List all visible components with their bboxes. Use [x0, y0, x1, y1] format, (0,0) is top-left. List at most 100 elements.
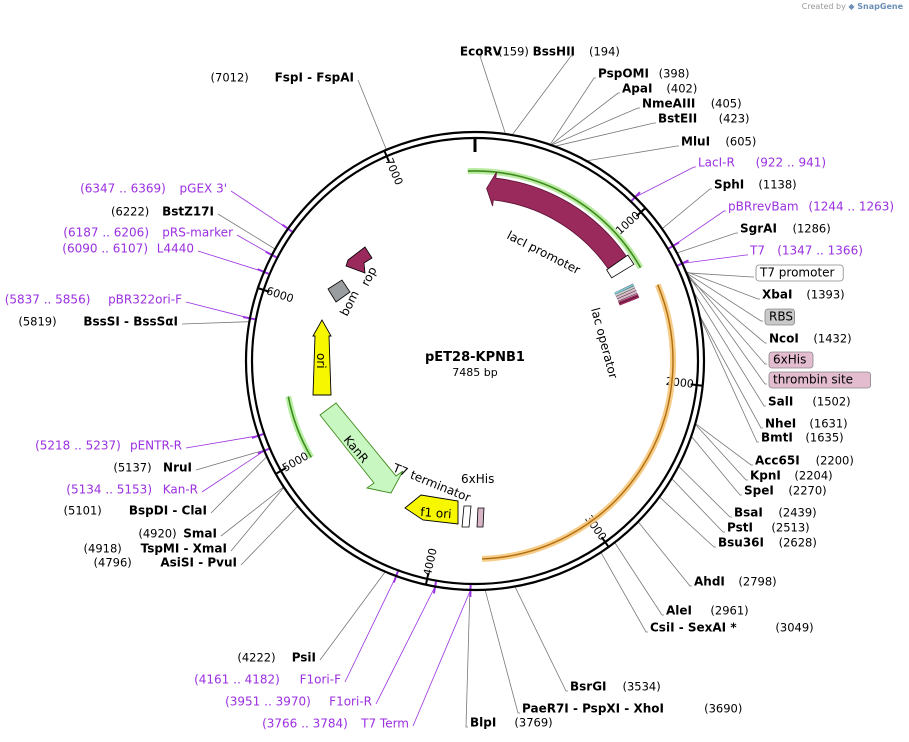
leader-line	[659, 496, 716, 548]
leader-line	[511, 55, 573, 136]
leader-line	[686, 272, 763, 322]
leader-line	[551, 107, 640, 146]
leader-line	[637, 521, 692, 587]
leader-line	[240, 505, 299, 566]
site-position: (194)	[589, 45, 620, 59]
leader-line	[230, 487, 285, 552]
tick-mark	[275, 467, 287, 475]
his-tag-box	[476, 507, 485, 528]
tick-mark	[690, 383, 703, 387]
cassette-mark-outline	[616, 290, 637, 300]
site-label: AsiSI - PvuI	[160, 556, 237, 570]
leader-line	[197, 250, 265, 273]
site-position: (1635)	[805, 431, 843, 445]
primer-label: pBR322ori-F	[108, 293, 182, 307]
primer-label: pRS-marker	[162, 226, 233, 240]
site-position: (2439)	[778, 506, 816, 520]
site-position: (4222)	[237, 651, 275, 665]
site-position: (1502)	[812, 395, 850, 409]
site-position: (3534)	[623, 680, 661, 694]
site-label: PsiI	[292, 651, 316, 665]
feature-tag-box	[755, 264, 844, 282]
leader-line	[185, 435, 259, 449]
site-position: (402)	[666, 82, 697, 96]
site-position: (423)	[719, 112, 750, 126]
feature-tag-label: thrombin site	[773, 373, 853, 387]
laci-promoter-label: lacI promoter	[505, 228, 583, 277]
leader-line	[685, 271, 760, 300]
cassette-mark-outline	[615, 287, 636, 297]
tick-mark	[383, 150, 390, 163]
leader-line	[695, 423, 753, 466]
orf-track	[482, 284, 674, 560]
site-position: (3769)	[514, 716, 552, 730]
leader-line	[586, 145, 679, 162]
site-label: TspMI - XmaI	[141, 542, 227, 556]
ori-arrow	[312, 319, 332, 396]
rop-arrow	[345, 246, 373, 274]
site-label: CsiI - SexAI *	[650, 621, 737, 635]
site-label: ApaI	[622, 82, 652, 96]
site-position: (1393)	[806, 288, 844, 302]
site-label: Acc65I	[755, 454, 800, 468]
leader-line	[484, 589, 520, 714]
site-position: (1286)	[793, 222, 831, 236]
features-layer	[285, 168, 676, 562]
site-label: BssSI - BssSαI	[83, 315, 178, 329]
ori-label: ori	[314, 353, 328, 369]
his6-label: 6xHis	[461, 472, 494, 486]
leader-line	[694, 423, 748, 481]
tick-mark	[600, 536, 610, 548]
leader-line	[554, 122, 656, 147]
leader-line	[685, 272, 767, 365]
primer-position: (6090 .. 6107)	[62, 242, 148, 256]
leader-line	[550, 92, 620, 146]
site-position: (4920)	[138, 527, 176, 541]
leader-line	[699, 315, 759, 443]
site-position: (405)	[711, 97, 742, 111]
right-site-labels: EcoRV(159)BssHII(194)PspOMI(398)ApaI(402…	[460, 45, 894, 730]
snapgene-credit: Created by ◆ SnapGene	[802, 2, 903, 11]
primer-position: (4161 .. 4182)	[194, 673, 280, 687]
cassette-mark-outline	[618, 295, 639, 304]
site-label: PspOMI	[598, 67, 649, 81]
cassette-mark-outline	[617, 292, 638, 302]
leader-line	[634, 166, 696, 198]
site-position: (5137)	[113, 461, 151, 475]
feature-tag-label: 6xHis	[773, 353, 806, 367]
feature-tag-box	[768, 371, 871, 389]
primer-position: (6347 .. 6369)	[80, 182, 166, 196]
leader-line	[671, 478, 725, 533]
site-label: BstEII	[658, 112, 697, 126]
primer-position: (1347 .. 1366)	[777, 244, 863, 258]
leader-line	[195, 449, 265, 471]
credit-prefix: Created by	[801, 2, 846, 11]
primer-label: F1ori-R	[329, 695, 372, 709]
f1-ori-arrow	[404, 494, 459, 525]
primer-label: L4440	[157, 242, 194, 256]
site-position: (2204)	[794, 469, 832, 483]
leader-line	[690, 435, 742, 496]
lac-operator-label: lac operator	[588, 306, 620, 380]
primer-label: Kan-R	[163, 483, 198, 497]
site-position: (605)	[725, 135, 756, 149]
leader-line	[614, 542, 664, 616]
site-position: (3690)	[704, 702, 742, 716]
site-position: (2513)	[771, 521, 809, 535]
site-label: NruI	[163, 461, 192, 475]
leader-line	[230, 190, 289, 230]
feature-tag-box	[768, 351, 814, 369]
site-position: (5101)	[64, 504, 102, 518]
site-position: (1432)	[813, 332, 851, 346]
primer-position: (5837 .. 5856)	[5, 293, 91, 307]
primer-label: pGEX 3'	[180, 182, 227, 196]
site-label: BstZ17I	[162, 205, 214, 219]
primer-position: (3766 .. 3784)	[262, 717, 348, 731]
primer-position: (1244 .. 1263)	[808, 200, 894, 214]
site-label: SphI	[714, 178, 744, 192]
leader-line	[357, 79, 387, 150]
site-label: FspI - FspAI	[275, 71, 354, 85]
site-position: (2961)	[710, 604, 748, 618]
site-position: (5819)	[18, 315, 56, 329]
